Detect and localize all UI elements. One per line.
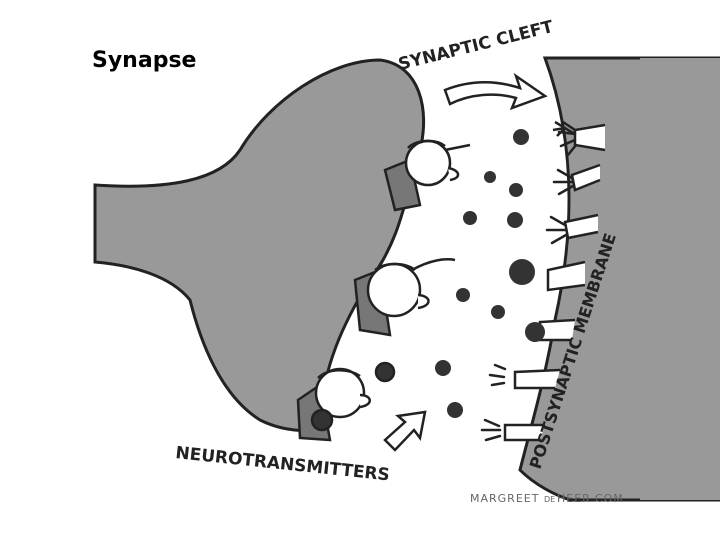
receptor-arm	[570, 163, 601, 192]
molecule	[509, 259, 535, 285]
vesicle-figure	[296, 361, 396, 442]
synaptic-cleft-arrow	[443, 72, 548, 111]
receptor-arm	[573, 123, 606, 152]
neurotransmitter-arrow	[383, 410, 427, 452]
synaptic-cleft-label: SYNAPTIC CLEFT	[396, 17, 555, 75]
credit-de: DE	[544, 495, 555, 504]
receptor-arm	[563, 213, 599, 240]
receptor-arm	[513, 368, 561, 390]
vesicle-figure	[383, 139, 471, 212]
molecule	[491, 305, 505, 319]
molecule	[484, 171, 496, 183]
receptor-arm	[546, 260, 586, 292]
presynaptic-terminal	[93, 58, 426, 433]
receptor-arm	[503, 423, 545, 442]
molecule	[507, 212, 523, 228]
molecule	[509, 183, 523, 197]
page-title: Synapse	[92, 48, 197, 73]
credit: MARGREET DE HEER.COM	[470, 492, 624, 505]
membrane-fill	[640, 58, 720, 500]
molecule	[463, 211, 477, 225]
receptor-fingers	[480, 120, 578, 442]
receptors	[503, 120, 606, 442]
molecule	[435, 360, 451, 376]
credit-domain: HEER.COM	[557, 492, 624, 505]
molecule	[513, 129, 529, 145]
credit-name: MARGREET	[470, 492, 539, 505]
neurotransmitters-label: NEUROTRANSMITTERS	[174, 443, 390, 485]
molecule	[525, 322, 545, 342]
vesicle-figure	[353, 258, 456, 337]
vesicle-figures	[296, 139, 471, 442]
neurotransmitters	[435, 129, 545, 418]
molecule	[456, 288, 470, 302]
molecule	[447, 402, 463, 418]
